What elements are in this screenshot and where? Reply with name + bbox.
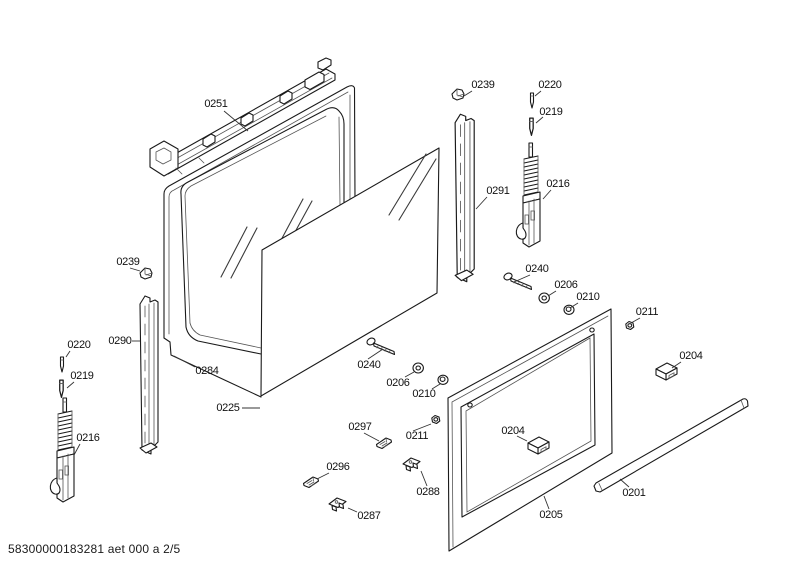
leader-line-0210: [569, 302, 579, 309]
leader-line-0251: [223, 110, 249, 132]
part-label-0291-5: 0291: [486, 185, 510, 197]
leader-line-0219: [535, 116, 544, 124]
part-label-0220-2: 0220: [538, 79, 562, 91]
part-label-0210-13: 0210: [412, 388, 436, 400]
leader-line-0240: [513, 274, 531, 283]
part-label-0211-14: 0211: [405, 430, 429, 442]
part-0240-left-bolt: [365, 336, 396, 356]
part-label-0290-25: 0290: [108, 335, 132, 347]
part-0210-left-grommet: [437, 374, 449, 385]
part-label-0204-10: 0204: [679, 350, 703, 362]
leader-line-0291: [475, 196, 488, 210]
part-0206-left-washer: [412, 362, 424, 374]
part-0201-door-handle: [593, 398, 749, 493]
part-label-0205-21: 0205: [539, 509, 563, 521]
leader-line-0206: [547, 290, 557, 297]
part-0239-right-clip: [451, 88, 465, 101]
part-0216-left-hinge: [49, 397, 75, 503]
part-label-0287-18: 0287: [357, 510, 381, 522]
part-0220-left-pin: [59, 356, 65, 373]
leader-line-0219: [66, 381, 75, 389]
leader-line-0287: [347, 507, 358, 513]
part-0297-clip: [375, 437, 393, 450]
part-0296-clip: [302, 476, 320, 489]
leader-line-0204: [516, 435, 528, 442]
part-0211-left-nut: [431, 414, 441, 425]
part-label-0219-27: 0219: [70, 370, 94, 382]
part-label-0219-3: 0219: [539, 106, 563, 118]
part-0211-right-nut: [625, 320, 635, 331]
part-label-0206-7: 0206: [554, 279, 578, 291]
part-label-0216-4: 0216: [546, 178, 570, 190]
part-label-0211-9: 0211: [635, 306, 659, 318]
part-0219-right-pin: [529, 117, 534, 137]
leader-line-0201: [619, 478, 630, 488]
leader-line-0211: [630, 317, 641, 324]
part-label-0240-6: 0240: [525, 263, 549, 275]
part-label-0296-16: 0296: [326, 461, 350, 473]
part-0239-left-clip: [139, 267, 153, 280]
part-label-0251-0: 0251: [204, 98, 228, 110]
part-label-0220-26: 0220: [67, 339, 91, 351]
part-label-0239-1: 0239: [471, 79, 495, 91]
glass-shine-marks: [220, 198, 313, 279]
leader-line-0239: [463, 90, 473, 97]
leader-line-0205: [543, 495, 550, 510]
leader-line-0210: [431, 383, 441, 390]
part-label-0210-8: 0210: [576, 291, 600, 303]
part-label-0225-20: 0225: [216, 402, 240, 414]
leader-line-0216: [542, 189, 552, 200]
part-0251-top-trim-rail: [149, 57, 336, 177]
leader-line-0211: [412, 423, 432, 432]
leader-line-0288: [420, 470, 428, 487]
part-0219-left-pin: [59, 379, 64, 399]
part-label-0284-19: 0284: [195, 365, 219, 377]
leader-line-0240: [367, 348, 384, 360]
leader-line-0284: [173, 355, 196, 368]
leader-line-0216: [73, 443, 81, 456]
document-number: 58300000183281 aet 000 a 2/5: [8, 542, 181, 556]
part-label-0204-23: 0204: [501, 425, 525, 437]
part-label-0206-12: 0206: [386, 377, 410, 389]
part-0284-door-outer-frame: [163, 85, 356, 398]
part-0225-inner-glass-pane: [260, 147, 440, 397]
leader-line-0239: [129, 267, 141, 272]
leader-line-0296: [316, 472, 330, 480]
part-label-0240-11: 0240: [357, 359, 381, 371]
part-0216-right-hinge: [515, 142, 541, 248]
leader-line-0297: [363, 432, 380, 442]
part-0204-block-right: [655, 362, 678, 381]
part-0288-bracket: [402, 457, 421, 472]
part-0206-right-washer: [538, 292, 550, 304]
leader-line-0220: [534, 90, 542, 97]
part-0291-right-hinge-rail: [454, 113, 475, 283]
leader-lines: [65, 90, 682, 513]
part-label-0216-28: 0216: [76, 432, 100, 444]
part-label-0201-22: 0201: [622, 487, 646, 499]
part-0220-right-pin: [529, 92, 535, 109]
part-0287-bracket: [328, 497, 347, 512]
leader-line-0204: [671, 361, 682, 369]
part-0205-inner-door-panel: [447, 308, 613, 552]
leader-line-0206: [404, 371, 415, 378]
part-label-0239-24: 0239: [116, 256, 140, 268]
part-0290-left-hinge-rail: [139, 295, 159, 455]
leader-line-0220: [65, 350, 71, 358]
part-label-0297-15: 0297: [348, 421, 372, 433]
part-label-0288-17: 0288: [416, 486, 440, 498]
